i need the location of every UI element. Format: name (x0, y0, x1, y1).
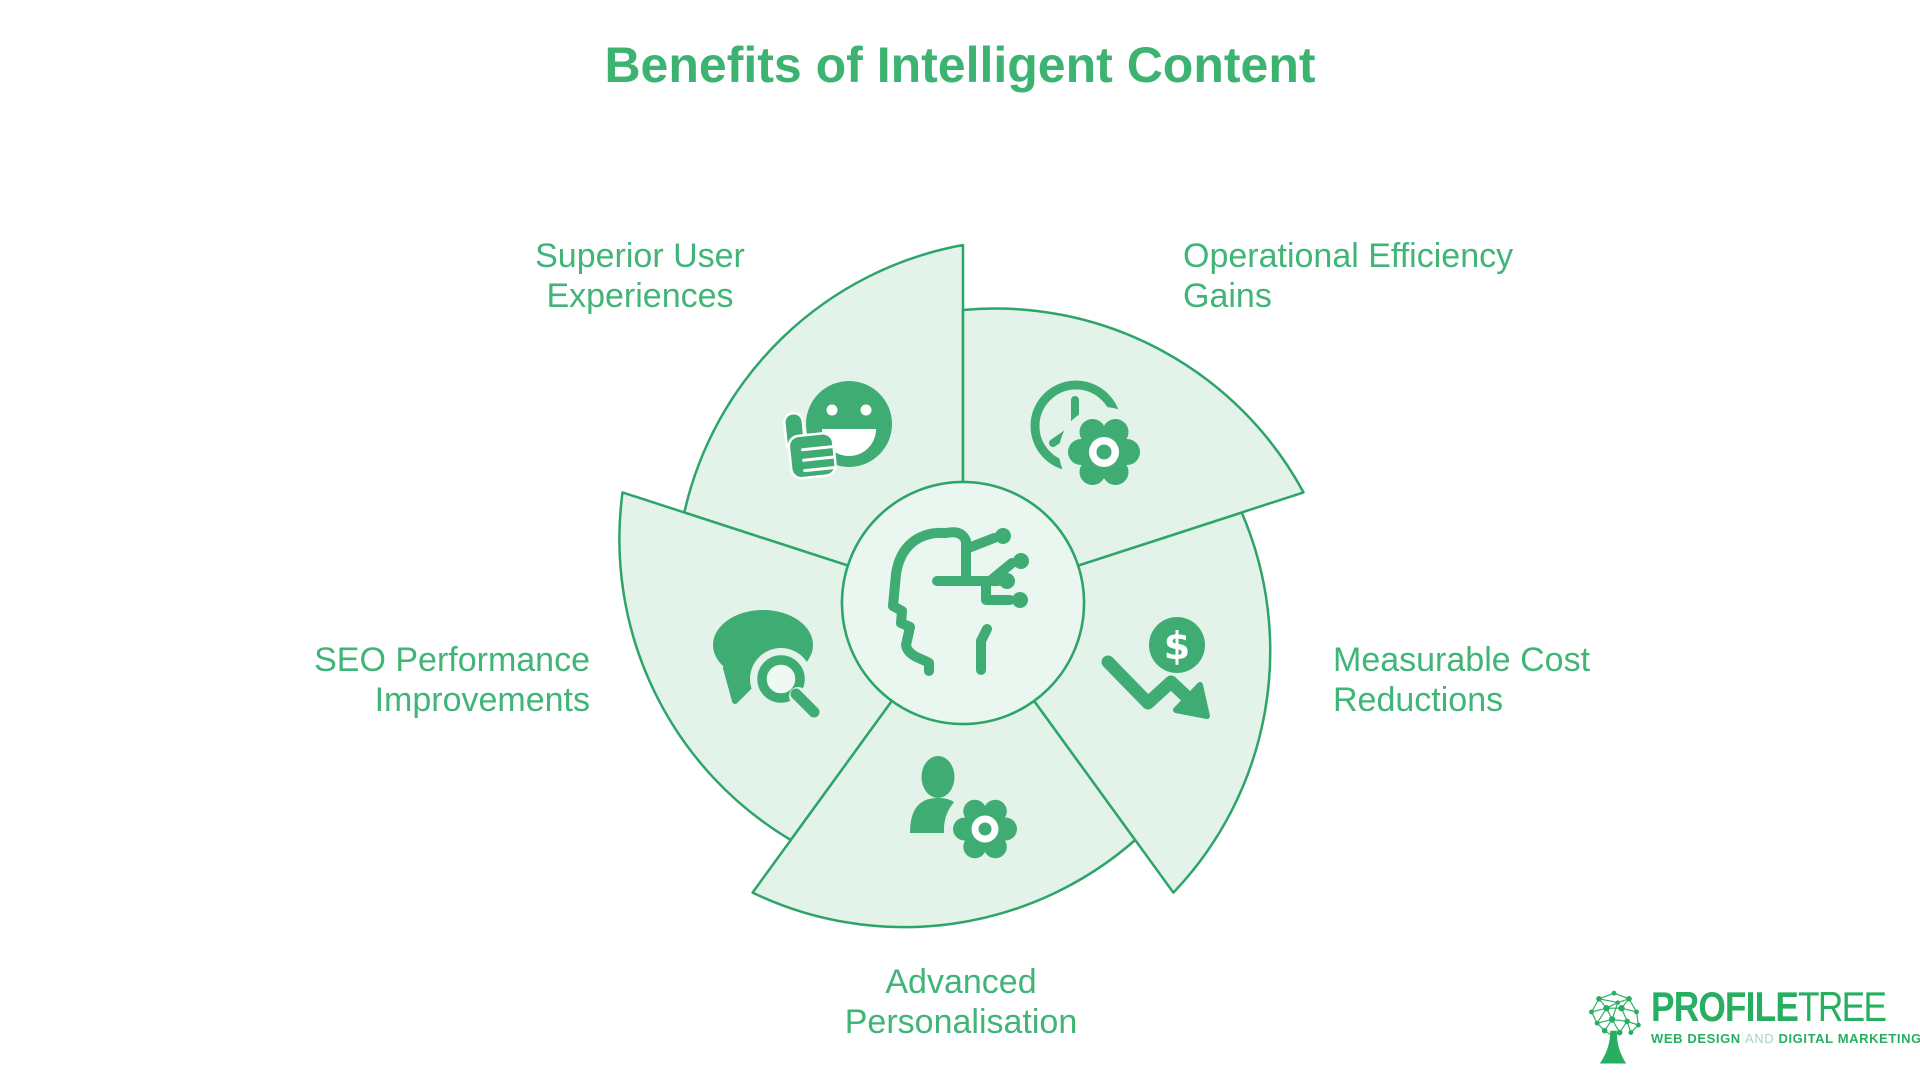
profiletree-logo: PROFILETREE WEB DESIGN AND DIGITAL MARKE… (1584, 986, 1920, 1066)
label-line: Operational Efficiency (1183, 237, 1514, 275)
chat-search-icon (713, 610, 824, 722)
label-line: Advanced (885, 963, 1037, 1001)
logo-wordmark: PROFILETREE (1651, 983, 1887, 1030)
logo-tagline: WEB DESIGN AND DIGITAL MARKETING (1651, 1031, 1920, 1046)
tagline-digital-marketing: DIGITAL MARKETING (1778, 1031, 1920, 1046)
tagline-and: AND (1745, 1031, 1775, 1046)
ai-head-circuit-icon (888, 527, 1029, 676)
label-line: Measurable Cost (1333, 641, 1591, 679)
label-line: Improvements (374, 681, 590, 719)
logo-wordmark-tree: TREE (1798, 983, 1887, 1030)
label-seo-performance-improvements: SEO Performance Improvements (190, 640, 590, 720)
page-title: Benefits of Intelligent Content (604, 37, 1316, 93)
logo-wordmark-profile: PROFILE (1651, 983, 1799, 1030)
label-superior-user-experiences: Superior User Experiences (440, 236, 840, 316)
tagline-web-design: WEB DESIGN (1651, 1031, 1741, 1046)
person-gear-icon (910, 756, 1026, 870)
clock-gear-icon (1030, 380, 1149, 497)
label-line: Reductions (1333, 681, 1504, 719)
label-line: SEO Performance (314, 641, 590, 679)
label-line: Experiences (546, 277, 734, 315)
label-measurable-cost-reductions: Measurable Cost Reductions (1333, 640, 1753, 720)
thumbs-up-smiley-icon (783, 381, 892, 480)
network-tree-icon (1589, 990, 1641, 1064)
label-advanced-personalisation: Advanced Personalisation (761, 962, 1161, 1042)
center-circle (840, 480, 1086, 726)
label-line: Personalisation (844, 1003, 1078, 1041)
label-line: Superior User (535, 237, 745, 275)
dollar-glyph: $ (1164, 624, 1190, 668)
label-line: Gains (1183, 277, 1272, 315)
dollar-decline-icon: $ (1101, 617, 1210, 719)
label-operational-efficiency-gains: Operational Efficiency Gains (1183, 236, 1603, 316)
